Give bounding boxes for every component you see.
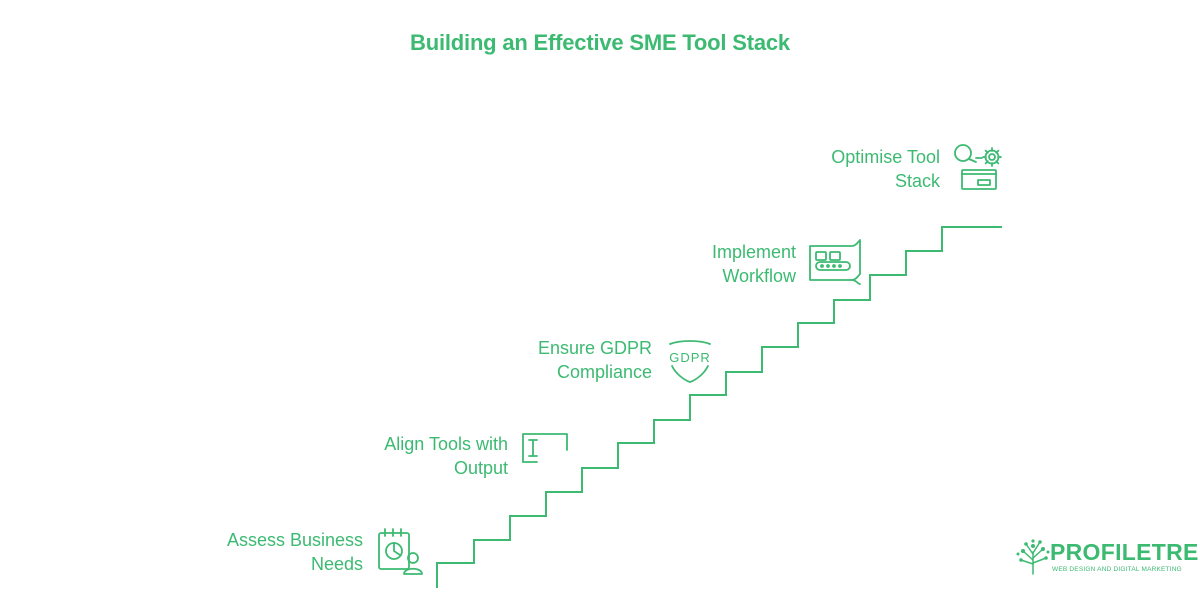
- step-assess-business-needs: Assess Business Needs: [227, 528, 363, 576]
- step-label-line2: Stack: [894, 171, 940, 191]
- step-label-line2: Output: [453, 458, 508, 478]
- tree-logo-icon: [1016, 539, 1050, 575]
- profiletree-logo: PROFILETREE WEB DESIGN AND DIGITAL MARKE…: [1016, 538, 1200, 578]
- staircase-line: [436, 226, 1002, 588]
- conveyor-belt-icon: [809, 239, 861, 285]
- step-label-line1: Assess Business: [226, 530, 363, 550]
- diagram-title: Building an Effective SME Tool Stack: [410, 30, 790, 55]
- logo-tagline: WEB DESIGN AND DIGITAL MARKETING: [1052, 566, 1182, 573]
- search-gear-icon: [954, 144, 1002, 190]
- step-label-line2: Compliance: [556, 362, 652, 382]
- step-optimise-tool-stack: Optimise Tool Stack: [831, 145, 940, 193]
- calendar-user-icon: [378, 528, 423, 575]
- step-align-tools: Align Tools with Output: [384, 432, 508, 480]
- step-label-line2: Workflow: [722, 266, 796, 286]
- step-label-line2: Needs: [310, 554, 363, 574]
- step-label-line1: Implement: [711, 242, 796, 262]
- step-label-line1: Optimise Tool: [831, 147, 940, 167]
- step-implement-workflow: Implement Workflow: [712, 240, 796, 288]
- step-ensure-gdpr: Ensure GDPR Compliance: [538, 336, 652, 384]
- step-label-line1: Ensure GDPR: [537, 338, 652, 358]
- gdpr-shield-icon: GDPR: [669, 340, 711, 383]
- text-cursor-box-icon: [522, 433, 568, 463]
- step-label-line1: Align Tools with: [384, 434, 508, 454]
- svg-text:GDPR: GDPR: [669, 350, 711, 365]
- logo-name: PROFILETREE: [1050, 539, 1200, 565]
